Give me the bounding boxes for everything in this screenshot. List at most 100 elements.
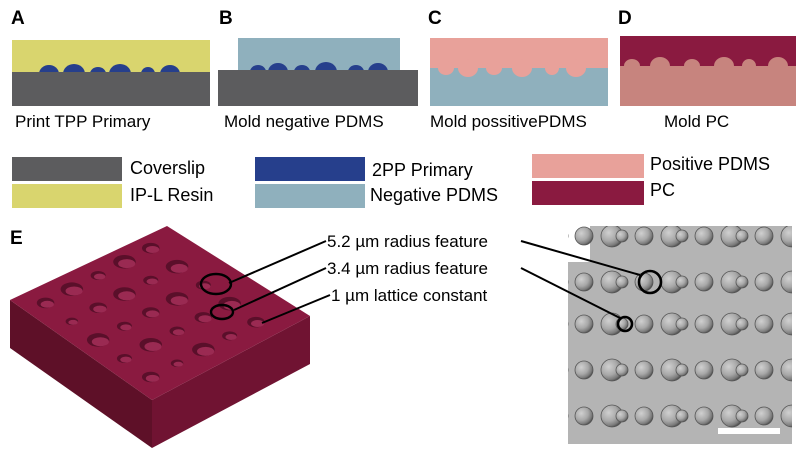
- pc-well-shade: [251, 320, 265, 328]
- annotation-lattice: 1 µm lattice constant: [331, 286, 488, 305]
- micrograph-dimple: [634, 226, 654, 246]
- micrograph-dimple: [634, 406, 654, 426]
- highlight-small-feature: [209, 303, 235, 321]
- pc-well-shade: [120, 324, 132, 331]
- micrograph-dimple: [634, 314, 654, 334]
- micrograph-dimple: [780, 226, 792, 248]
- pc-well-shade: [145, 310, 160, 318]
- micrograph-dimple: [754, 226, 774, 246]
- micrograph-dimple: [754, 406, 774, 426]
- micrograph-dimple: [675, 363, 689, 377]
- legend-label-coverslip: Coverslip: [130, 158, 206, 178]
- micrograph-dimple: [735, 409, 749, 423]
- micrograph-dimple: [735, 229, 749, 243]
- pc-well-shade: [118, 259, 136, 269]
- pc-well-shade: [144, 342, 162, 352]
- legend-label-negative: Negative PDMS: [370, 185, 499, 205]
- micrograph-dimple: [675, 317, 689, 331]
- micrograph-dimple: [735, 275, 749, 289]
- highlight-large-feature: [637, 269, 663, 295]
- micrograph-dimple: [694, 406, 714, 426]
- pc-well-shade: [120, 356, 132, 363]
- legend-label-pc: PC: [650, 180, 676, 200]
- positive-pdms-features: [438, 59, 586, 77]
- panel-e-3d-block: [10, 226, 310, 448]
- pc-well-shade: [91, 337, 109, 347]
- micrograph-dimple: [615, 409, 629, 423]
- pc-well-shade: [170, 263, 188, 273]
- micrograph-dimple: [675, 275, 689, 289]
- block-right-face: [152, 316, 310, 448]
- caption-d: Mold PC: [664, 112, 730, 131]
- micrograph-dimple: [780, 312, 792, 336]
- panel-d-schematic: [620, 36, 796, 106]
- legend-swatch-positive: [532, 154, 644, 178]
- pc-well-shade: [225, 334, 237, 341]
- micrograph-dimple: [754, 314, 774, 334]
- pc-well-shade: [146, 278, 158, 285]
- panel-f-micrograph: [568, 226, 792, 444]
- micrograph-dimple: [615, 363, 629, 377]
- pc-well-shade: [170, 296, 188, 306]
- micrograph-dimple: [574, 272, 594, 292]
- micrograph-dimple: [735, 317, 749, 331]
- legend-label-resin: IP-L Resin: [130, 185, 214, 205]
- micrograph-dimple: [675, 409, 689, 423]
- micrograph-dimple: [754, 360, 774, 380]
- panel-label-e: E: [10, 228, 23, 249]
- micrograph-dimple: [735, 363, 749, 377]
- micrograph-dimple: [675, 229, 689, 243]
- micrograph-dimple: [615, 229, 629, 243]
- micrograph-dimple: [780, 404, 792, 428]
- panel-label-a: A: [11, 8, 25, 29]
- legend-swatch-coverslip: [12, 157, 122, 181]
- legend-swatch-primary: [255, 157, 365, 181]
- annotation-large-radius: 5.2 µm radius feature: [327, 232, 488, 251]
- panel-a-schematic: [12, 40, 210, 106]
- legend-swatch-resin: [12, 184, 122, 208]
- caption-b: Mold negative PDMS: [224, 112, 384, 131]
- pc-well-shade: [172, 329, 185, 336]
- panel-label-d: D: [618, 8, 632, 29]
- highlight-small-feature: [616, 315, 634, 333]
- pc-well-shade: [198, 315, 212, 323]
- micrograph-dimple: [574, 314, 594, 334]
- legend-swatch-pc: [532, 181, 644, 205]
- panel-label-b: B: [219, 8, 233, 29]
- annotation-small-radius: 3.4 µm radius feature: [327, 259, 488, 278]
- micrograph-dimple: [694, 360, 714, 380]
- pc-well-shade: [65, 286, 83, 296]
- micrograph-dimple: [694, 272, 714, 292]
- pc-well-shade: [40, 300, 54, 308]
- coverslip-layer: [12, 72, 210, 106]
- legend-swatch-negative: [255, 184, 365, 208]
- pc-well-shade: [118, 291, 136, 301]
- micrograph-dimple: [574, 226, 594, 246]
- legend-label-primary: 2PP Primary: [372, 160, 473, 180]
- pc-well-shade: [93, 305, 107, 313]
- coverslip-layer: [218, 70, 418, 106]
- legend-label-positive: Positive PDMS: [650, 154, 771, 174]
- micrograph-dimple: [754, 272, 774, 292]
- micrograph-dimple: [634, 360, 654, 380]
- panel-label-c: C: [428, 8, 442, 29]
- pc-layer: [620, 36, 796, 66]
- panel-b-schematic: [218, 38, 418, 106]
- micrograph-dimple: [780, 358, 792, 382]
- pc-well-shade: [197, 346, 215, 356]
- micrograph-dimple: [780, 270, 792, 294]
- micrograph-dimple: [574, 360, 594, 380]
- pc-well-shade: [145, 374, 160, 382]
- pc-well-shade: [145, 245, 160, 253]
- micrograph-dimple: [574, 406, 594, 426]
- caption-c: Mold possitivePDMS: [430, 112, 587, 131]
- pc-well-shade: [93, 273, 106, 280]
- caption-a: Print TPP Primary: [15, 112, 151, 131]
- micrograph-dimple: [694, 314, 714, 334]
- micrograph-dimple: [615, 275, 629, 289]
- pc-well-shade: [173, 361, 184, 367]
- panel-c-schematic: [430, 38, 608, 106]
- micrograph-dimple: [694, 226, 714, 246]
- pc-wells: [36, 242, 265, 383]
- block-left-face: [10, 300, 152, 448]
